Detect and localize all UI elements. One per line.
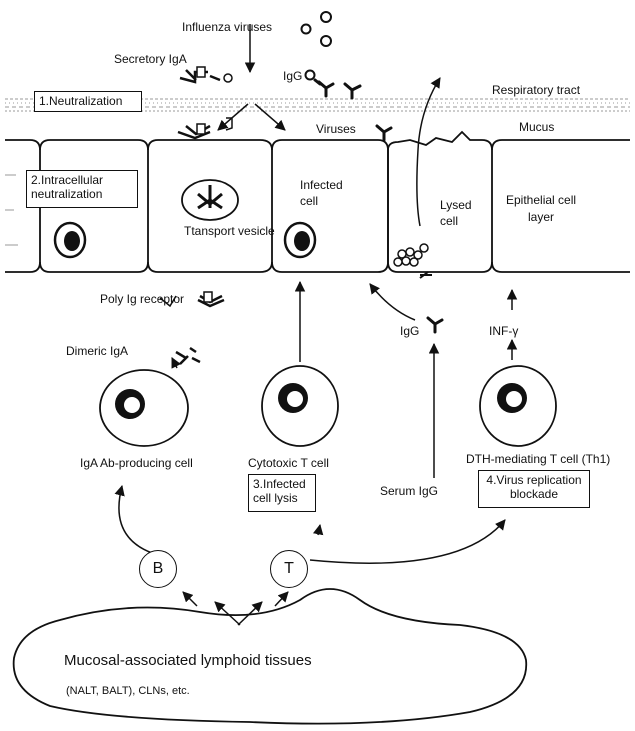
mechanism-3-box: 3.Infected cell lysis [248,474,316,512]
lysed-cell-label: Lysed cell [440,198,472,228]
mucus-label: Mucus [519,120,555,134]
epithelial-nuclei [53,221,317,259]
epithelial-cell-layer [5,130,630,273]
b-cell-node: B [139,550,177,588]
dth-t-cell-shape [479,365,557,447]
transport-vesicle [181,179,239,221]
inf-gamma-label: INF-γ [489,324,519,338]
secretory-iga-molecules [159,66,233,365]
iga-producing-cell-shape [99,369,189,447]
iga-producing-cell-label: IgA Ab-producing cell [80,456,193,470]
dimeric-iga-label: Dimeric IgA [66,344,129,358]
igg-top-label: IgG [283,69,303,83]
viruses-label: Viruses [316,122,356,136]
mechanism-4-box: 4.Virus replication blockade [478,470,590,508]
igg-molecules [304,69,444,334]
poly-ig-receptor-label: Poly Ig receptor [100,292,185,306]
epithelial-cell-layer-label: Epithelial cell layer [506,193,577,224]
mechanism-1-box: 1.Neutralization [34,91,142,112]
malt-sub-label: (NALT, BALT), CLNs, etc. [66,685,190,697]
igg-mid-label: IgG [400,324,420,338]
cytotoxic-t-cell-shape [261,365,339,447]
arrows-inverse [214,601,263,626]
cytotoxic-t-cell-label: Cytotoxic T cell [248,456,329,470]
serum-igg-label: Serum IgG [380,484,439,498]
secretory-iga-label: Secretory IgA [114,52,187,66]
respiratory-tract-label: Respiratory tract [492,83,581,97]
infected-cell-label: Infected cell [300,178,343,208]
dth-t-cell-label: DTH-mediating T cell (Th1) [466,452,611,466]
lymphoid-tissue-shape [12,588,528,725]
transport-vesicle-label: Ttansport vesicle [184,224,275,238]
influenza-viruses-label: Influenza viruses [182,20,273,34]
t-cell-node: T [270,550,308,588]
influenza-virions [300,11,332,47]
lysed-cell-virions [393,243,432,279]
mechanism-2-box: 2.Intracellular neutralization [26,170,138,208]
malt-title-label: Mucosal-associated lymphoid tissues [64,652,312,669]
